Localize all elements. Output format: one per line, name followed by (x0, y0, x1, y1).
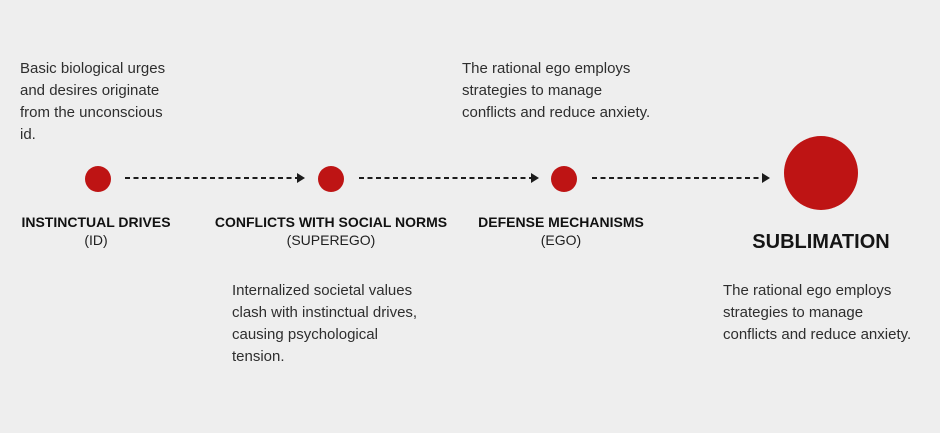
label-sublimation: SUBLIMATION (752, 231, 890, 253)
node-ego-circle (551, 166, 577, 192)
arrow-id-to-superego (125, 173, 305, 183)
note-conflicts-social-norms: Internalized societal values clash with … (232, 282, 418, 365)
arrow-superego-to-ego (359, 173, 539, 183)
label-instinctual-drives: INSTINCTUAL DRIVES (21, 214, 171, 230)
sublabel-ego: (EGO) (540, 232, 582, 248)
node-sublimation-circle (784, 136, 858, 210)
label-defense-mechanisms: DEFENSE MECHANISMS (478, 214, 644, 230)
node-superego-circle (318, 166, 344, 192)
arrow-ego-to-sublimation (592, 173, 770, 183)
note-defense-mechanisms: The rational ego employs strategies to m… (462, 60, 651, 121)
note-instinctual-drives: Basic biological urges and desires origi… (20, 60, 166, 143)
note-sublimation: The rational ego employs strategies to m… (723, 282, 912, 343)
label-conflicts-social-norms: CONFLICTS WITH SOCIAL NORMS (214, 214, 448, 230)
sublabel-superego: (SUPEREGO) (286, 232, 376, 248)
node-id-circle (85, 166, 111, 192)
sublabel-id: (ID) (84, 232, 108, 248)
